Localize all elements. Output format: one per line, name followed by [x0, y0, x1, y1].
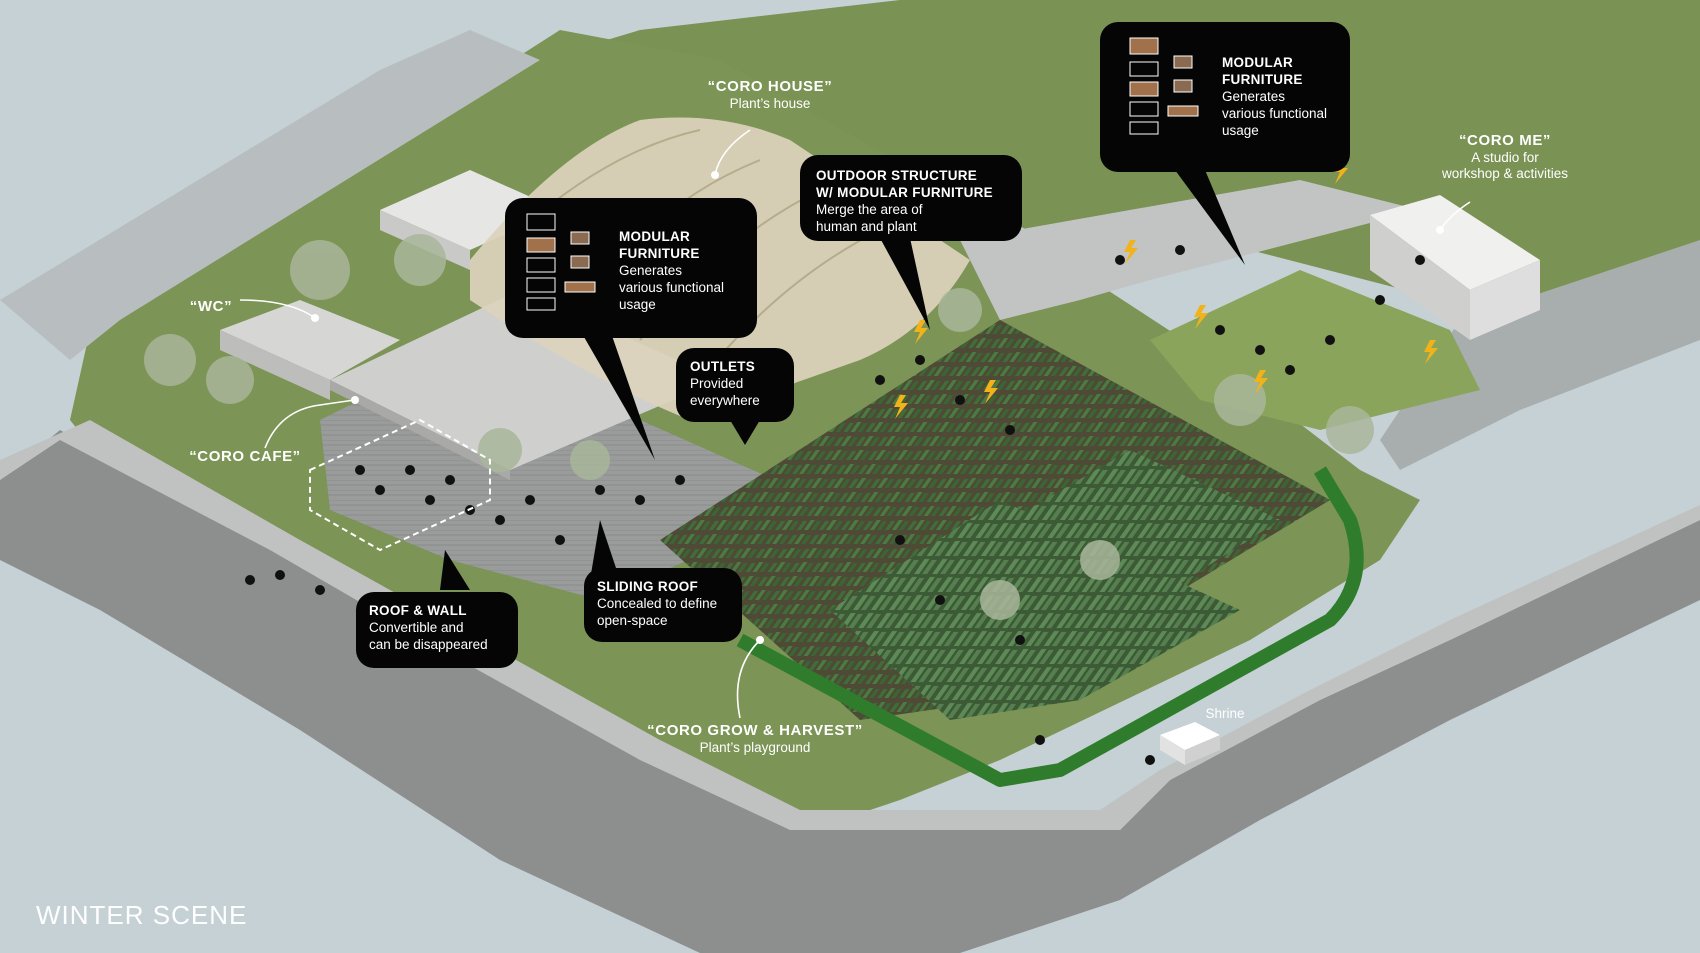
left-road	[0, 30, 540, 360]
label-coro-me: “CORO ME” A studio for workshop & activi…	[1410, 132, 1600, 182]
callout-text: Convertible and can be disappeared	[369, 620, 488, 652]
label-subtitle: A studio for workshop & activities	[1441, 150, 1569, 181]
label-wc: “WC”	[176, 298, 246, 316]
callout-text: Generates various functional usage	[1222, 89, 1328, 138]
callout-title: SLIDING ROOF	[597, 579, 699, 594]
wc-building	[220, 300, 400, 380]
coro-me-studio	[1370, 195, 1540, 290]
label-coro-cafe: “CORO CAFE”	[180, 448, 310, 466]
tall-crop-area	[830, 500, 1240, 720]
trees	[144, 234, 1374, 620]
label-title: “CORO CAFE”	[189, 448, 301, 465]
right-road	[1380, 240, 1700, 470]
label-coro-grow-harvest: “CORO GROW & HARVEST” Plant’s playground	[630, 722, 880, 756]
shrine	[1160, 722, 1220, 750]
cafe-dashed-outline	[309, 418, 491, 552]
label-title: “WC”	[189, 298, 233, 315]
callout-title: MODULAR FURNITURE	[1222, 55, 1303, 87]
label-title: Shrine	[1205, 706, 1245, 721]
outlet-bolt-icons	[894, 160, 1438, 419]
callout-modular-furniture-left: MODULAR FURNITURE Generates various func…	[505, 198, 757, 338]
label-subtitle: Plant’s playground	[699, 740, 811, 755]
label-coro-house: “CORO HOUSE” Plant’s house	[670, 78, 870, 112]
road	[0, 430, 1700, 953]
callout-title: ROOF & WALL	[369, 603, 467, 618]
scene-title: WINTER SCENE	[36, 900, 248, 930]
callout-text: Generates various functional usage	[619, 263, 725, 312]
modular-furniture-icon	[526, 213, 596, 311]
callout-roof-wall: ROOF & WALL Convertible and can be disap…	[356, 592, 518, 668]
callout-outdoor-structure: OUTDOOR STRUCTURE W/ MODULAR FURNITURE M…	[800, 155, 1022, 241]
label-title: “CORO ME”	[1458, 132, 1552, 149]
callout-title: OUTDOOR STRUCTURE W/ MODULAR FURNITURE	[816, 168, 993, 200]
callout-outlets: OUTLETS Provided everywhere	[676, 348, 794, 422]
callout-title: OUTLETS	[690, 359, 756, 374]
modular-furniture-icon	[1129, 37, 1199, 135]
callout-title: MODULAR FURNITURE	[619, 229, 700, 261]
label-title: “CORO GROW & HARVEST”	[647, 722, 863, 739]
callout-sliding-roof: SLIDING ROOF Concealed to define open-sp…	[584, 568, 742, 642]
elevated-walkway	[960, 180, 1420, 320]
hedge	[736, 466, 1364, 787]
callout-text: Merge the area of human and plant	[816, 202, 923, 234]
callout-text: Provided everywhere	[690, 376, 760, 408]
people-silhouettes	[245, 245, 1425, 765]
callout-text: Concealed to define open-space	[597, 596, 718, 628]
cafe-roof	[330, 290, 720, 470]
callout-modular-furniture-right: MODULAR FURNITURE Generates various func…	[1100, 22, 1350, 172]
label-shrine: Shrine	[1190, 706, 1260, 722]
label-title: “CORO HOUSE”	[707, 78, 833, 95]
label-subtitle: Plant’s house	[729, 96, 811, 111]
